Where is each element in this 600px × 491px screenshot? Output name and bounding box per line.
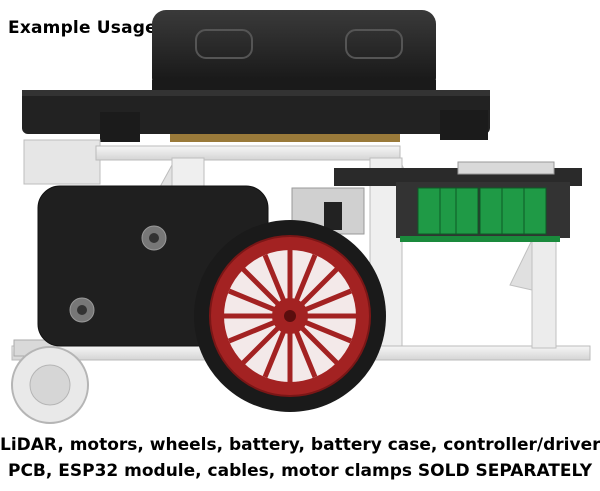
terminal-blocks — [417, 187, 547, 235]
drive-wheel — [194, 220, 386, 412]
page-title: Example Usage — [8, 18, 157, 38]
lidar-window-right — [345, 29, 403, 59]
caption-line-2: PCB, ESP32 module, cables, motor clamps … — [7, 461, 593, 481]
caster-wheel — [11, 339, 89, 424]
lidar-window-left — [195, 29, 253, 59]
controller-pcb — [291, 161, 582, 242]
caption-line-1: LiDAR, motors, wheels, battery, battery … — [0, 435, 600, 455]
lidar-sensor — [22, 10, 490, 142]
sold-separately-caption: LiDAR, motors, wheels, battery, battery … — [0, 432, 600, 484]
